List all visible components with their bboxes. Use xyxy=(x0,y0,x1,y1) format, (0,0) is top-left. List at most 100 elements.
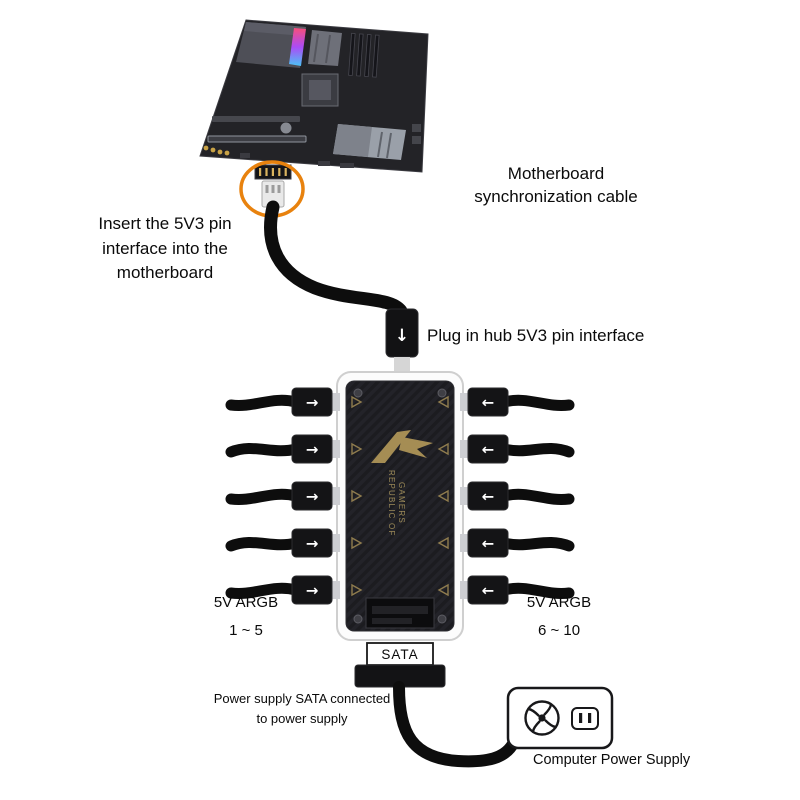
port-interface xyxy=(460,393,470,411)
argb-plug xyxy=(467,481,509,511)
argb-plug xyxy=(291,575,333,605)
port-triangle-marker xyxy=(351,583,363,597)
argb-port-right-3: ← xyxy=(437,481,575,511)
port-triangle-marker xyxy=(437,395,449,409)
fan-icon xyxy=(524,700,560,736)
argb-cable xyxy=(498,394,575,411)
argb-cable xyxy=(225,488,302,505)
right-ports-range: 6 ~ 10 xyxy=(537,622,581,639)
plug-slot xyxy=(277,185,281,193)
argb-port-left-3: → xyxy=(225,481,363,511)
cpu-socket-inner xyxy=(309,80,331,100)
arrow-down-icon: ↓ xyxy=(395,326,409,346)
argb-plug xyxy=(467,528,509,558)
port-triangle-marker xyxy=(351,442,363,456)
port-interface xyxy=(460,534,470,552)
port-interface xyxy=(460,581,470,599)
heatsink-groove xyxy=(325,34,331,64)
port-interface xyxy=(330,393,340,411)
port-triangle-marker xyxy=(351,489,363,503)
sync-cable-label: Motherboard synchronization cable xyxy=(474,164,638,206)
port-interface xyxy=(330,487,340,505)
heatsink-slash xyxy=(386,132,392,159)
port-triangle-marker xyxy=(437,536,449,550)
power-supply-icon xyxy=(506,686,614,750)
left-ports-label: 5V ARGB xyxy=(213,594,279,611)
port-triangle-marker xyxy=(437,442,449,456)
port-interface xyxy=(330,534,340,552)
argb-cable xyxy=(498,537,575,552)
port-interface xyxy=(330,581,340,599)
argb-port-left-4: → xyxy=(225,528,363,558)
argb-cable xyxy=(225,582,302,599)
sata-slot xyxy=(365,597,435,629)
screw-icon xyxy=(437,614,447,624)
pcie-slot-steel xyxy=(207,135,307,143)
psu-note-label: Power supply SATA connected to power sup… xyxy=(213,691,391,726)
hub-plug-label: Plug in hub 5V3 pin interface xyxy=(427,326,645,345)
port-triangle-marker xyxy=(351,395,363,409)
argb-cable xyxy=(498,488,575,505)
sata-power-cable xyxy=(393,681,520,768)
hub-brand-text-line1: REPUBLIC OF xyxy=(387,470,396,537)
plug-interface xyxy=(394,357,410,372)
hub-brand-text-line2: GAMERS xyxy=(397,482,406,524)
argb-plug xyxy=(291,434,333,464)
arrow-right-icon: → xyxy=(306,394,319,412)
insert-note-label: Insert the 5V3 pin interface into the mo… xyxy=(98,214,232,283)
argb-cable xyxy=(225,443,302,458)
power-plug-icon xyxy=(571,707,599,730)
heatsink-slash xyxy=(377,131,383,158)
motherboard-sync-cable xyxy=(264,200,408,318)
argb-port-left-1: → xyxy=(225,387,363,417)
argb-plug xyxy=(467,387,509,417)
sata-label-box: SATA xyxy=(366,642,434,666)
screw-icon xyxy=(353,388,363,398)
left-ports-range: 1 ~ 5 xyxy=(229,622,263,639)
arrow-right-icon: → xyxy=(306,535,319,553)
hub-input-plug: ↓ xyxy=(385,308,419,372)
argb-cable xyxy=(498,443,575,458)
screw-icon xyxy=(437,388,447,398)
port-triangle-marker xyxy=(437,583,449,597)
port-interface xyxy=(330,440,340,458)
argb-cable xyxy=(225,394,302,411)
port-triangle-marker xyxy=(351,536,363,550)
right-ports-caption: 5V ARGB 6 ~ 10 xyxy=(516,594,602,639)
arrow-left-icon: ← xyxy=(482,582,495,600)
arrow-right-icon: → xyxy=(306,488,319,506)
rog-eye-logo xyxy=(371,430,433,463)
plug-slot xyxy=(271,185,275,193)
rgb-light-strip xyxy=(289,28,306,66)
port-interface xyxy=(460,440,470,458)
argb-cable xyxy=(498,582,575,599)
argb-header-pins xyxy=(259,168,287,176)
argb-hub: REPUBLIC OF GAMERS xyxy=(336,371,464,641)
right-ports-label: 5V ARGB xyxy=(526,594,592,611)
sata-label: SATA xyxy=(381,647,418,662)
arrow-left-icon: ← xyxy=(482,441,495,459)
argb-port-left-2: → xyxy=(225,434,363,464)
psu-box xyxy=(506,686,614,750)
argb-plug xyxy=(291,528,333,558)
argb-plug xyxy=(467,434,509,464)
cmos-battery xyxy=(280,122,292,134)
audio-capacitors xyxy=(203,145,230,156)
argb-port-right-5: ← xyxy=(437,575,575,605)
argb-port-right-1: ← xyxy=(437,387,575,417)
screw-icon xyxy=(353,614,363,624)
left-ports-caption: 5V ARGB 1 ~ 5 xyxy=(203,594,289,639)
psu-caption-label: Computer Power Supply xyxy=(533,752,691,768)
arrow-right-icon: → xyxy=(306,441,319,459)
vrm-heatsink xyxy=(308,30,342,66)
argb-port-right-4: ← xyxy=(437,528,575,558)
io-shroud-top xyxy=(244,22,306,36)
argb-plug xyxy=(291,387,333,417)
port-triangle-marker xyxy=(437,489,449,503)
port-interface xyxy=(460,487,470,505)
chipset-heatsink-accent xyxy=(333,124,372,157)
heatsink-groove xyxy=(313,33,319,63)
arrow-left-icon: ← xyxy=(482,394,495,412)
